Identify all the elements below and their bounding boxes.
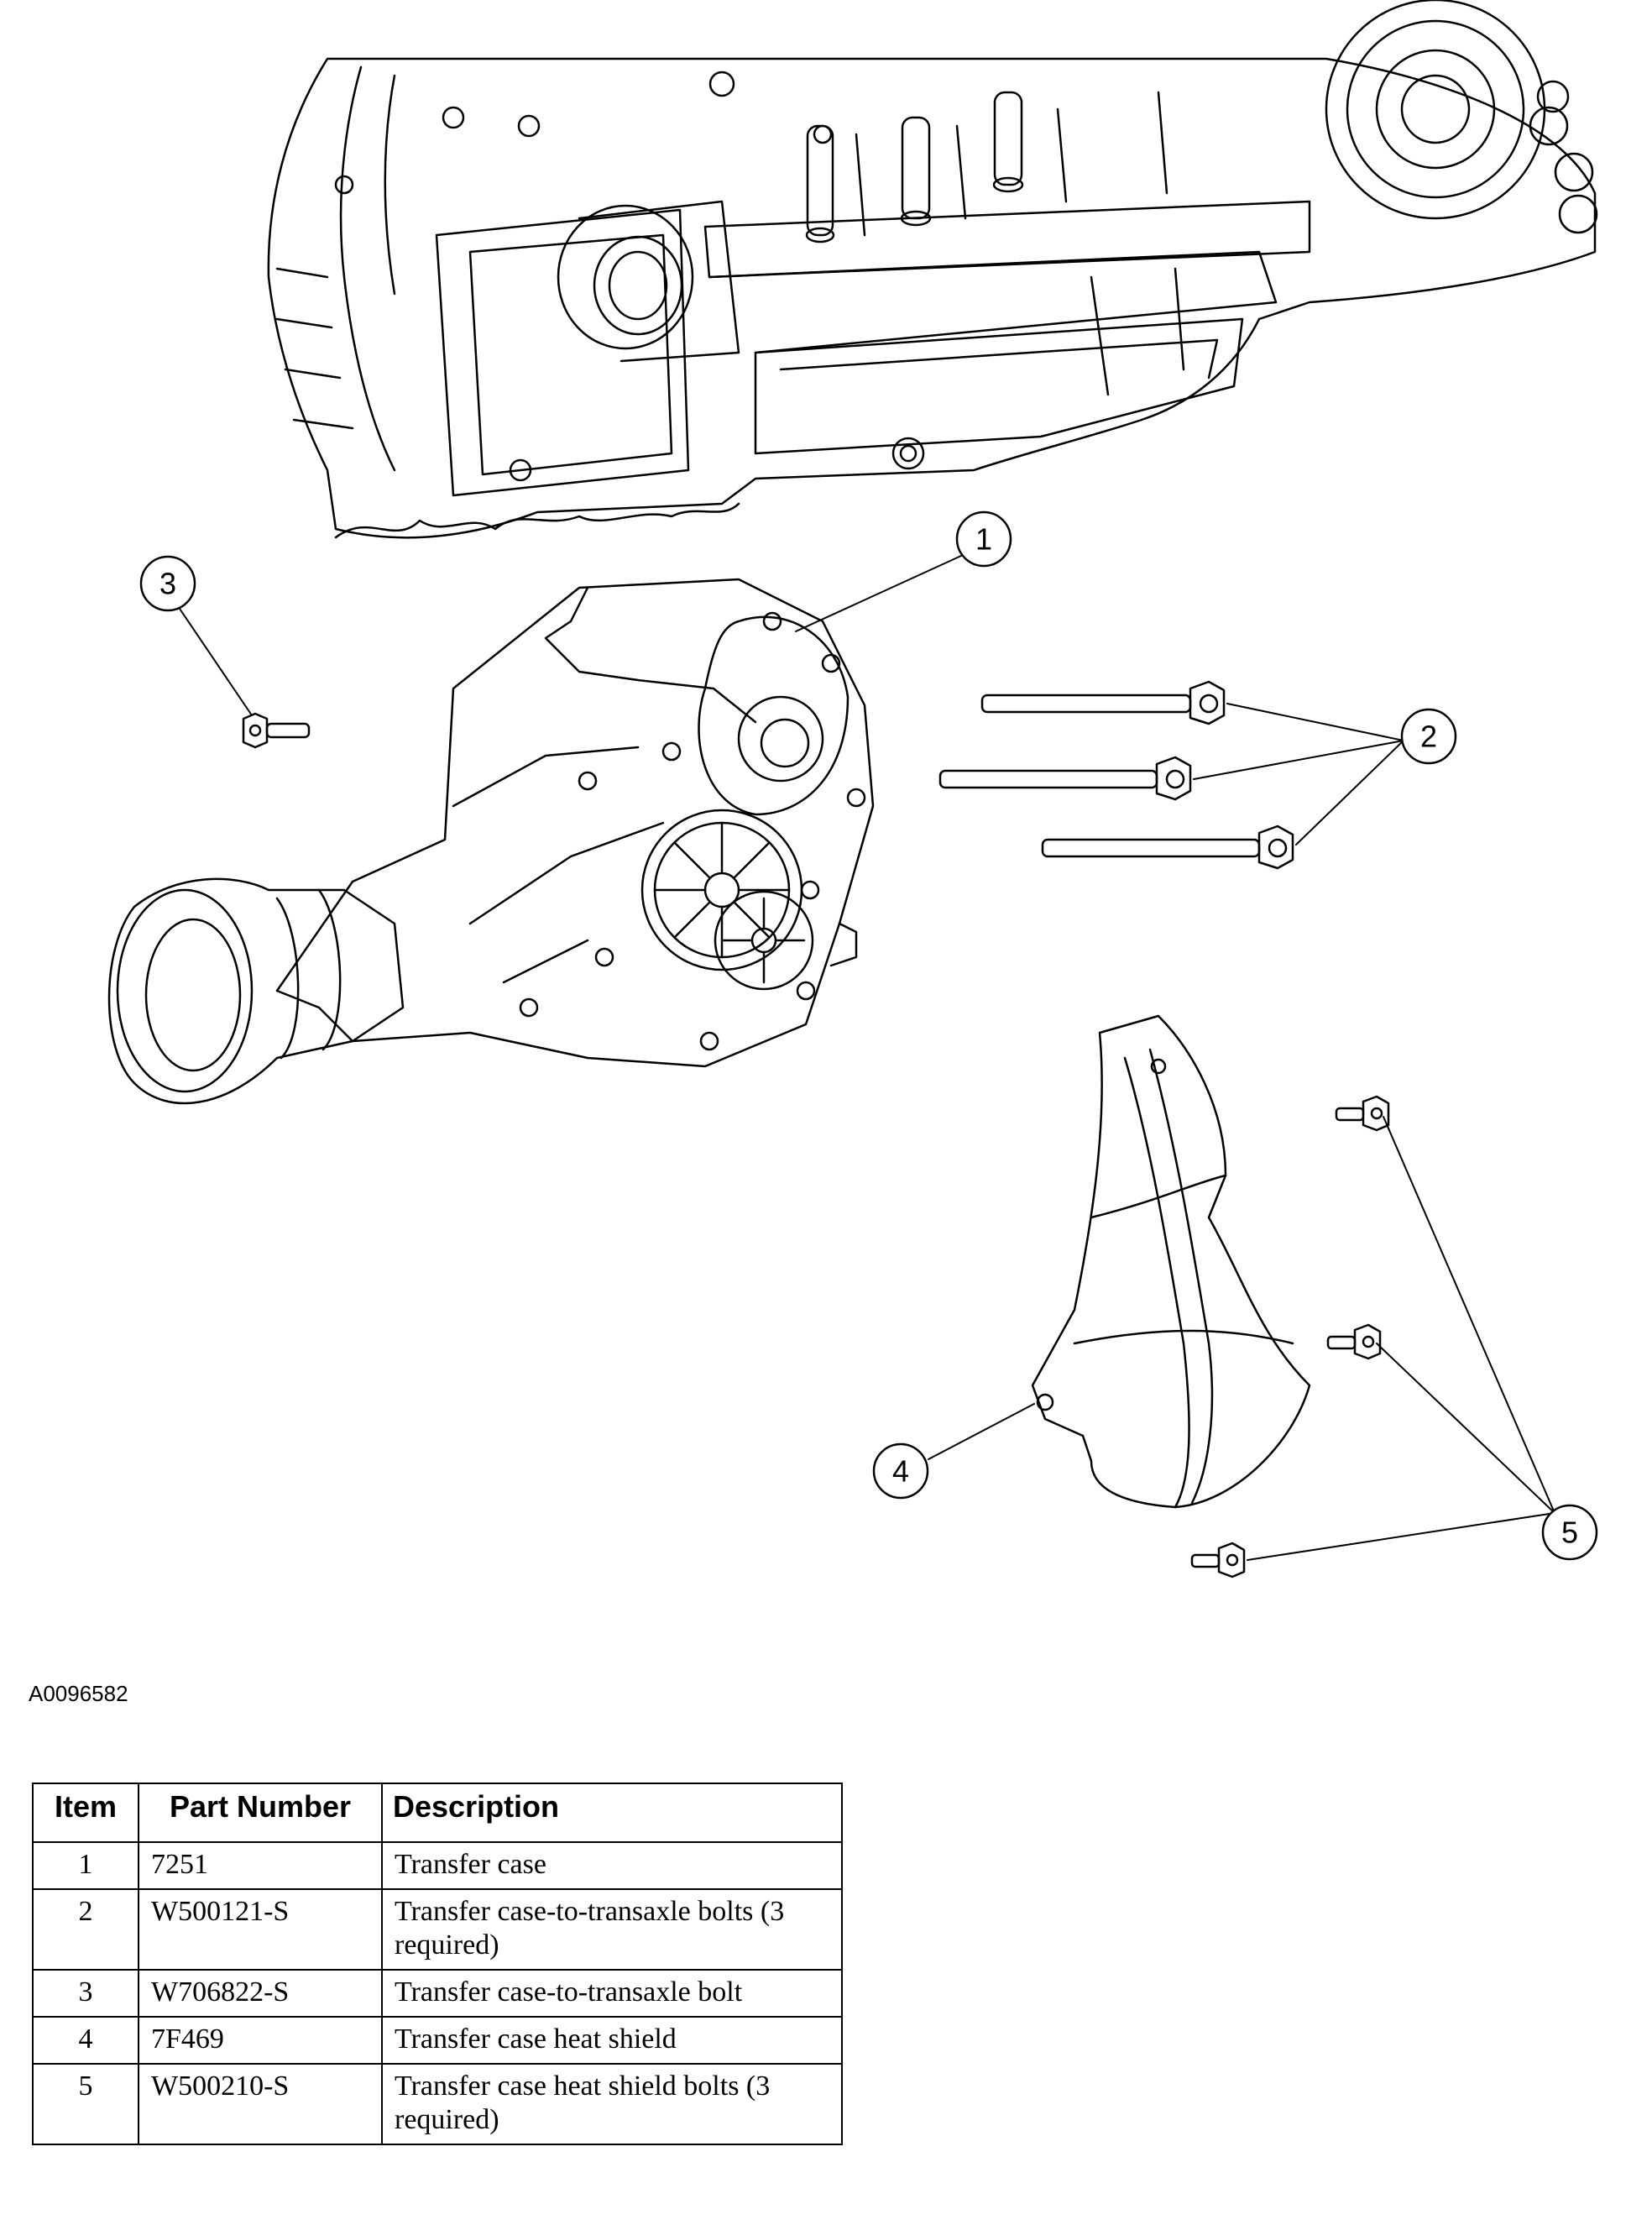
row-part-number: 7F469 [138, 2016, 383, 2065]
transaxle-drawing [267, 0, 1598, 539]
transfer-case-drawing [107, 578, 875, 1105]
row-part-number: W500121-S [138, 1888, 383, 1971]
row-part-number: 7251 [138, 1841, 383, 1890]
callout-5-label: 5 [1561, 1516, 1578, 1550]
callout-4-label: 4 [892, 1454, 909, 1489]
parts-table: Item Part Number Description 1 7251 Tran… [32, 1783, 843, 2145]
heat-shield-drawing [1031, 1014, 1311, 1509]
parts-table-header-row: Item Part Number Description [32, 1783, 843, 1843]
table-row: 2 W500121-S Transfer case-to-transaxle b… [32, 1888, 843, 1971]
table-row: 5 W500210-S Transfer case heat shield bo… [32, 2063, 843, 2145]
figure-id: A0096582 [29, 1681, 128, 1706]
table-row: 1 7251 Transfer case [32, 1841, 843, 1890]
callout-5: 5 [1541, 1504, 1598, 1561]
header-item: Item [32, 1783, 139, 1843]
callout-2: 2 [1400, 708, 1457, 765]
callout-2-label: 2 [1420, 720, 1437, 754]
transaxle-bolts-drawing [938, 680, 1294, 870]
row-description: Transfer case-to-transaxle bolts (3 requ… [381, 1888, 843, 1971]
header-description: Description [381, 1783, 843, 1843]
row-item: 5 [32, 2063, 139, 2145]
callout-leaders [177, 555, 1555, 1561]
transaxle-bolt-drawing [242, 712, 311, 749]
exploded-view-illustration: 1 2 3 4 5 [107, 0, 1598, 1578]
callout-3-label: 3 [159, 567, 176, 601]
row-part-number: W500210-S [138, 2063, 383, 2145]
callout-3: 3 [139, 555, 196, 612]
heat-shield-bolts-drawing [1190, 1095, 1390, 1578]
table-row: 3 W706822-S Transfer case-to-transaxle b… [32, 1969, 843, 2018]
callout-1: 1 [955, 510, 1012, 568]
row-item: 4 [32, 2016, 139, 2065]
row-description: Transfer case-to-transaxle bolt [381, 1969, 843, 2018]
table-row: 4 7F469 Transfer case heat shield [32, 2016, 843, 2065]
row-item: 3 [32, 1969, 139, 2018]
callout-4: 4 [872, 1442, 929, 1500]
callout-1-label: 1 [975, 522, 992, 557]
header-part-number: Part Number [138, 1783, 383, 1843]
row-description: Transfer case [381, 1841, 843, 1890]
row-item: 2 [32, 1888, 139, 1971]
row-item: 1 [32, 1841, 139, 1890]
row-description: Transfer case heat shield [381, 2016, 843, 2065]
row-part-number: W706822-S [138, 1969, 383, 2018]
row-description: Transfer case heat shield bolts (3 requi… [381, 2063, 843, 2145]
